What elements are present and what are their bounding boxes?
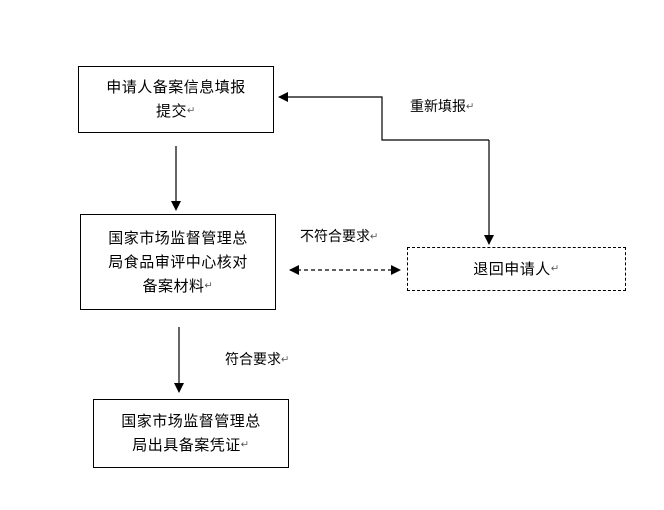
box-submit-line1: 申请人备案信息填报 bbox=[106, 78, 246, 97]
box-certificate-line1: 国家市场监督管理总 bbox=[121, 412, 261, 431]
paragraph-mark: ↵ bbox=[204, 280, 214, 292]
label-not-compliant-text: 不符合要求 bbox=[300, 229, 370, 245]
label-not-compliant: 不符合要求↵ bbox=[300, 226, 378, 246]
box-review-line1: 国家市场监督管理总 bbox=[108, 228, 248, 247]
paragraph-mark: ↵ bbox=[281, 354, 290, 366]
box-review-line2: 局食品审评中心核对 bbox=[108, 252, 248, 271]
box-return: 退回申请人↵ bbox=[407, 247, 626, 291]
paragraph-mark: ↵ bbox=[187, 105, 196, 117]
box-return-line1: 退回申请人 bbox=[473, 259, 551, 278]
paragraph-mark: ↵ bbox=[466, 101, 475, 113]
box-certificate: 国家市场监督管理总 局出具备案凭证↵ bbox=[93, 399, 289, 468]
label-resubmit-text: 重新填报 bbox=[410, 99, 466, 115]
label-compliant-text: 符合要求 bbox=[225, 352, 281, 368]
paragraph-mark: ↵ bbox=[370, 231, 379, 243]
box-submit-line2: 提交 bbox=[156, 102, 188, 121]
box-review: 国家市场监督管理总 局食品审评中心核对 备案材料↵ bbox=[80, 214, 276, 310]
label-resubmit: 重新填报↵ bbox=[410, 96, 474, 116]
arrow-resubmit-loop bbox=[278, 92, 489, 141]
box-review-line3: 备案材料 bbox=[142, 276, 205, 295]
paragraph-mark: ↵ bbox=[240, 439, 250, 451]
label-compliant: 符合要求↵ bbox=[225, 349, 289, 369]
paragraph-mark: ↵ bbox=[550, 263, 560, 275]
box-submit: 申请人备案信息填报 提交↵ bbox=[78, 66, 274, 133]
box-certificate-line2: 局出具备案凭证 bbox=[132, 436, 241, 455]
